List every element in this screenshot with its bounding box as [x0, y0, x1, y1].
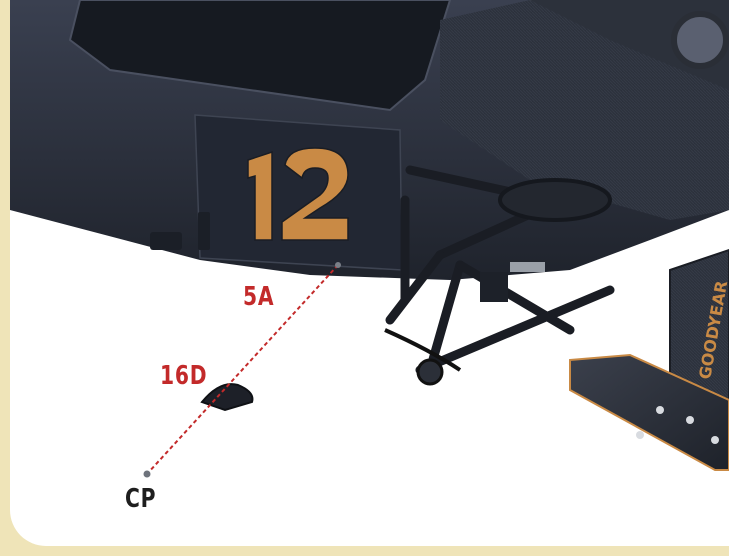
wing-rivets — [636, 406, 719, 444]
number-side-plate — [194, 114, 403, 271]
latch — [198, 212, 210, 250]
callout-cp: CP — [125, 484, 157, 514]
attach-point-5a — [335, 262, 341, 268]
callout-5a: 5A — [243, 282, 275, 312]
car-number-decal — [247, 147, 349, 241]
damper — [480, 272, 508, 302]
car-illustration: GOODYEAR — [10, 0, 729, 478]
front-wing-endplate — [569, 353, 729, 471]
contact-point-cp — [143, 470, 151, 478]
callout-16d: 16D — [160, 361, 208, 391]
pivot-joint — [416, 358, 444, 386]
brake-line — [384, 328, 462, 372]
illustration-panel: GOODYEAR 5A 16D CP — [10, 0, 729, 546]
spring-rod — [510, 262, 545, 272]
side-bracket — [150, 232, 182, 250]
part-16d-piece — [200, 383, 254, 412]
suspension-mount — [498, 178, 612, 222]
engine-part — [671, 11, 729, 69]
cockpit-opening — [68, 0, 452, 112]
suspension-arms — [385, 165, 615, 375]
assembly-guide-line — [146, 264, 339, 475]
